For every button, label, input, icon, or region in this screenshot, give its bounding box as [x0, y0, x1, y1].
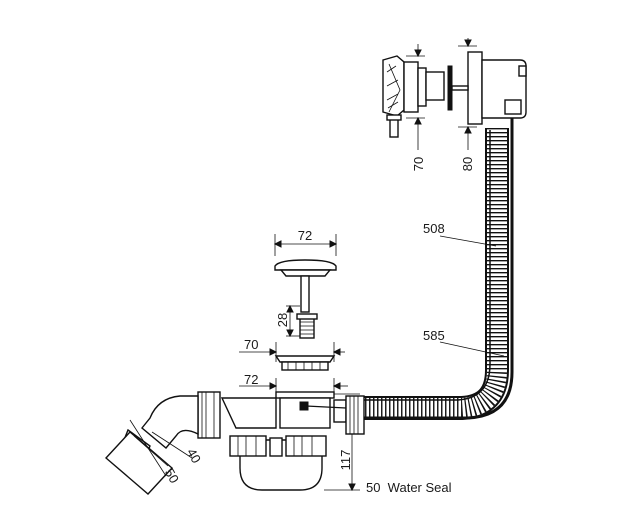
water-seal-label: 50 Water Seal — [366, 480, 452, 495]
pop-up-plug — [273, 234, 338, 313]
dim-70-strainer: 70 — [244, 337, 258, 352]
spring — [296, 313, 318, 339]
trap-height-dim — [324, 393, 360, 492]
dim-line-50 — [129, 419, 167, 477]
leader-585 — [439, 341, 505, 357]
dim-585-hose: 585 — [423, 328, 445, 343]
trap-body — [104, 391, 365, 495]
dim-72-plug: 72 — [298, 228, 312, 243]
dim-117-trap: 117 — [338, 450, 353, 471]
overflow-assembly — [382, 51, 527, 138]
dim-28-stem: 28 — [275, 313, 290, 327]
overflow-dim-70 — [406, 44, 425, 150]
leader-508 — [439, 235, 497, 247]
dim-40-outlet: 40 — [184, 446, 204, 466]
dim-508-hose: 508 — [423, 221, 445, 236]
flexible-hose — [352, 118, 514, 420]
stem-dim-28 — [286, 304, 300, 338]
overflow-dim-80 — [458, 38, 477, 150]
dim-72-waste: 72 — [244, 372, 258, 387]
strainer — [239, 342, 345, 371]
dim-50-outlet: 50 — [162, 466, 182, 486]
dim-70-overflow: 70 — [411, 157, 426, 171]
dim-line-40 — [151, 431, 193, 459]
dim-80-overflow: 80 — [460, 157, 475, 171]
